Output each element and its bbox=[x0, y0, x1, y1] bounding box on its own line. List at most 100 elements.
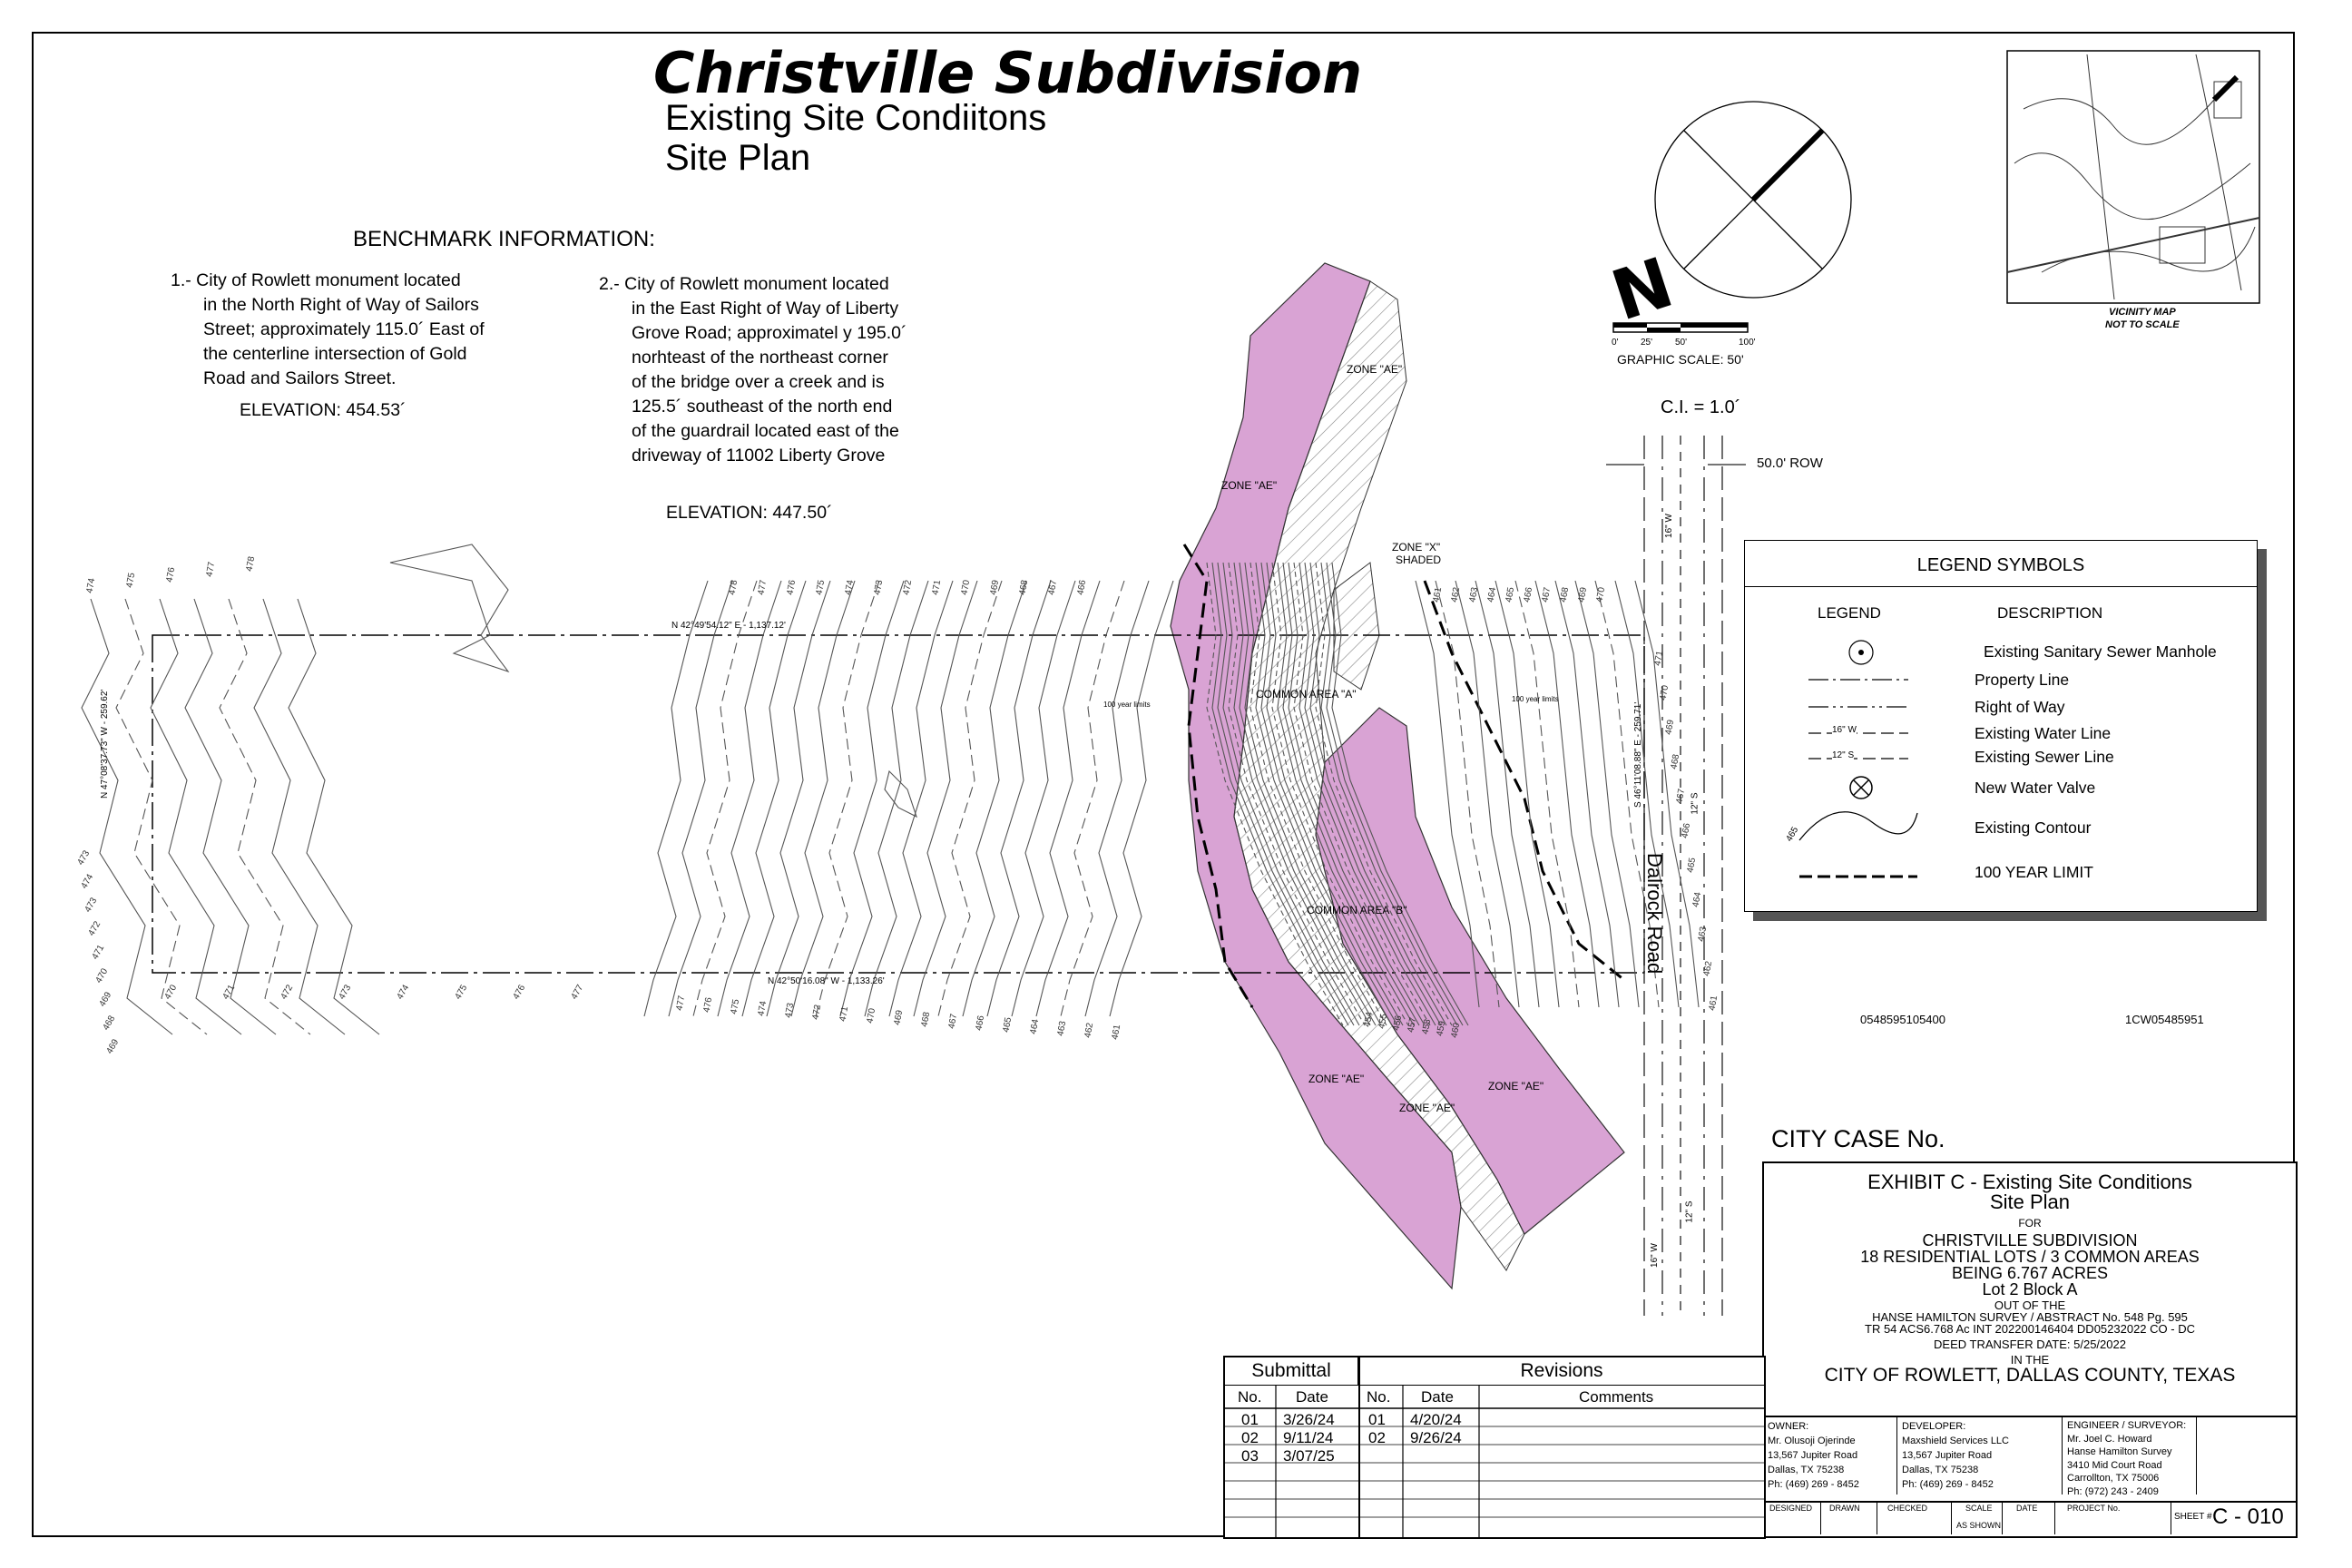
contour-line bbox=[1293, 562, 1431, 1026]
contour-line bbox=[1228, 562, 1366, 1026]
contour-line bbox=[1211, 562, 1349, 1026]
sewer-line-tag-2: 12" S bbox=[1684, 1200, 1695, 1223]
zone-x-label: ZONE "X" bbox=[1392, 541, 1441, 554]
year-limit-label-west: 100 year limits bbox=[1103, 701, 1151, 709]
revision-row-no: 02 bbox=[1368, 1429, 1386, 1446]
contour-line bbox=[1244, 562, 1382, 1026]
contour-line bbox=[1222, 562, 1360, 1026]
legend-title: LEGEND SYMBOLS bbox=[1916, 555, 2085, 575]
graphic-scale-bar bbox=[1612, 322, 1749, 333]
submittal-row-date: 3/26/24 bbox=[1283, 1411, 1335, 1428]
contour-line bbox=[1288, 562, 1426, 1026]
revisions-heading: Revisions bbox=[1359, 1357, 1764, 1386]
contour-line bbox=[389, 544, 510, 673]
legend-item-sewer-line: Existing Sewer Line bbox=[1975, 748, 2114, 766]
vicinity-map-title: VICINITY MAP bbox=[2109, 307, 2176, 318]
exhibit-description: EXHIBIT C - Existing Site Conditions Sit… bbox=[1824, 1171, 2236, 1386]
legend-item-property-line: Property Line bbox=[1975, 671, 2070, 689]
contour-line bbox=[115, 598, 208, 1035]
bearing-south-line: N 42°50'16.08" W - 1,133.26' bbox=[768, 976, 885, 986]
scale-tick-100: 100' bbox=[1739, 338, 1756, 348]
title-block-footer: DESIGNED DRAWN CHECKED SCALE AS SHOWN DA… bbox=[1764, 1501, 2296, 1534]
contour-line bbox=[1494, 580, 1560, 1008]
zone-x-shaded-label: SHADED bbox=[1396, 554, 1442, 566]
revision-table: Submittal Revisions No. Date No. Date Co… bbox=[1223, 1356, 1766, 1539]
contour-line bbox=[692, 580, 758, 1017]
revision-grid bbox=[1225, 1357, 1764, 1537]
contour-line bbox=[81, 598, 173, 1035]
zone-ae-label-2: ZONE "AE" bbox=[1221, 479, 1278, 492]
contour-line bbox=[1309, 562, 1447, 1026]
submittal-row-date: 9/11/24 bbox=[1283, 1429, 1334, 1446]
common-area-b-label: COMMON AREA "B" bbox=[1307, 904, 1407, 916]
contour-line bbox=[1271, 562, 1409, 1026]
contour-line bbox=[1011, 580, 1076, 1017]
flood-limit-west bbox=[1182, 544, 1254, 1008]
water-line-tag-2: 16" W bbox=[1649, 1243, 1660, 1268]
legend-col-description: DESCRIPTION bbox=[1997, 604, 2103, 622]
benchmark-elevation-2: ELEVATION: 447.50´ bbox=[666, 503, 833, 523]
contour-line bbox=[1514, 580, 1580, 1008]
contour-line bbox=[888, 580, 954, 1017]
contour-line bbox=[1594, 580, 1660, 1008]
submittal-row-no: 03 bbox=[1241, 1447, 1259, 1465]
contour-line bbox=[1315, 562, 1453, 1026]
owner-block: OWNER: Mr. Olusoji Ojerinde 13,567 Jupit… bbox=[1768, 1421, 1859, 1490]
contour-line bbox=[962, 580, 1027, 1017]
revisions-col-date: Date bbox=[1421, 1388, 1454, 1406]
submittal-row-date: 3/07/25 bbox=[1283, 1447, 1335, 1465]
contour-line bbox=[839, 580, 905, 1017]
contour-line bbox=[1060, 580, 1125, 1017]
revisions-col-comments: Comments bbox=[1579, 1388, 1654, 1406]
contour-line bbox=[937, 580, 1003, 1017]
drawing-subtitle-2: Site Plan bbox=[665, 138, 811, 178]
scale-tick-0: 0' bbox=[1612, 338, 1619, 348]
contour-line bbox=[1554, 580, 1620, 1008]
sheet-number: C - 010 bbox=[2212, 1504, 2284, 1529]
contour-line bbox=[184, 598, 277, 1035]
title-block: EXHIBIT C - Existing Site Conditions Sit… bbox=[1762, 1161, 2298, 1538]
year-limit-label-east: 100 year limits bbox=[1512, 695, 1559, 703]
existing-contours bbox=[81, 544, 1700, 1035]
legend-item-contour: Existing Contour bbox=[1975, 818, 2092, 837]
row-width-label: 50.0' ROW bbox=[1757, 456, 1823, 471]
contour-line bbox=[253, 598, 346, 1035]
vicinity-map-subtitle: NOT TO SCALE bbox=[2105, 319, 2180, 330]
benchmark-note-2: 2.- City of Rowlett monument located in … bbox=[599, 274, 907, 466]
contour-line bbox=[1084, 580, 1150, 1017]
contour-line bbox=[1277, 562, 1415, 1026]
graphic-scale-label: GRAPHIC SCALE: 50' bbox=[1617, 352, 1744, 367]
revision-row-no: 01 bbox=[1368, 1411, 1386, 1428]
drawing-title: Christville Subdivision bbox=[653, 40, 1363, 106]
benchmark-note-1: 1.- City of Rowlett monument located in … bbox=[171, 270, 485, 420]
contour-line bbox=[1455, 580, 1520, 1008]
engineer-block: ENGINEER / SURVEYOR: Mr. Joel C. Howard … bbox=[2067, 1420, 2187, 1497]
parcel-id-2: 1CW05485951 bbox=[2125, 1013, 2204, 1026]
submittal-col-no: No. bbox=[1238, 1388, 1262, 1406]
zone-ae-label-1: ZONE "AE" bbox=[1347, 363, 1403, 376]
scale-tick-50: 50' bbox=[1675, 338, 1688, 348]
road-name: Dalrock Road bbox=[1643, 853, 1666, 975]
zone-ae-label-4: ZONE "AE" bbox=[1399, 1102, 1455, 1114]
developer-block: DEVELOPER: Maxshield Services LLC 13,567… bbox=[1902, 1421, 2009, 1490]
contour-line bbox=[1534, 580, 1600, 1008]
contour-line bbox=[741, 580, 807, 1017]
contour-line bbox=[1260, 562, 1398, 1026]
contour-line bbox=[1206, 562, 1344, 1026]
road-row-lines bbox=[1606, 436, 1746, 1316]
contour-line bbox=[1266, 562, 1404, 1026]
drawing-subtitle: Existing Site Condiitons bbox=[665, 98, 1047, 138]
sheet-border bbox=[32, 32, 2295, 1537]
contour-line bbox=[913, 580, 978, 1017]
scale-tick-25: 25' bbox=[1641, 338, 1653, 348]
contour-line bbox=[1574, 580, 1640, 1008]
benchmark-heading: BENCHMARK INFORMATION: bbox=[353, 227, 655, 251]
contour-line bbox=[643, 580, 709, 1017]
contour-line bbox=[790, 580, 856, 1017]
legend-col-legend: LEGEND bbox=[1818, 604, 1881, 622]
revision-row-date: 9/26/24 bbox=[1410, 1429, 1462, 1446]
common-area-a-label: COMMON AREA "A" bbox=[1256, 688, 1357, 701]
zone-ae-label-3: ZONE "AE" bbox=[1308, 1073, 1365, 1085]
contour-line bbox=[1331, 562, 1469, 1026]
